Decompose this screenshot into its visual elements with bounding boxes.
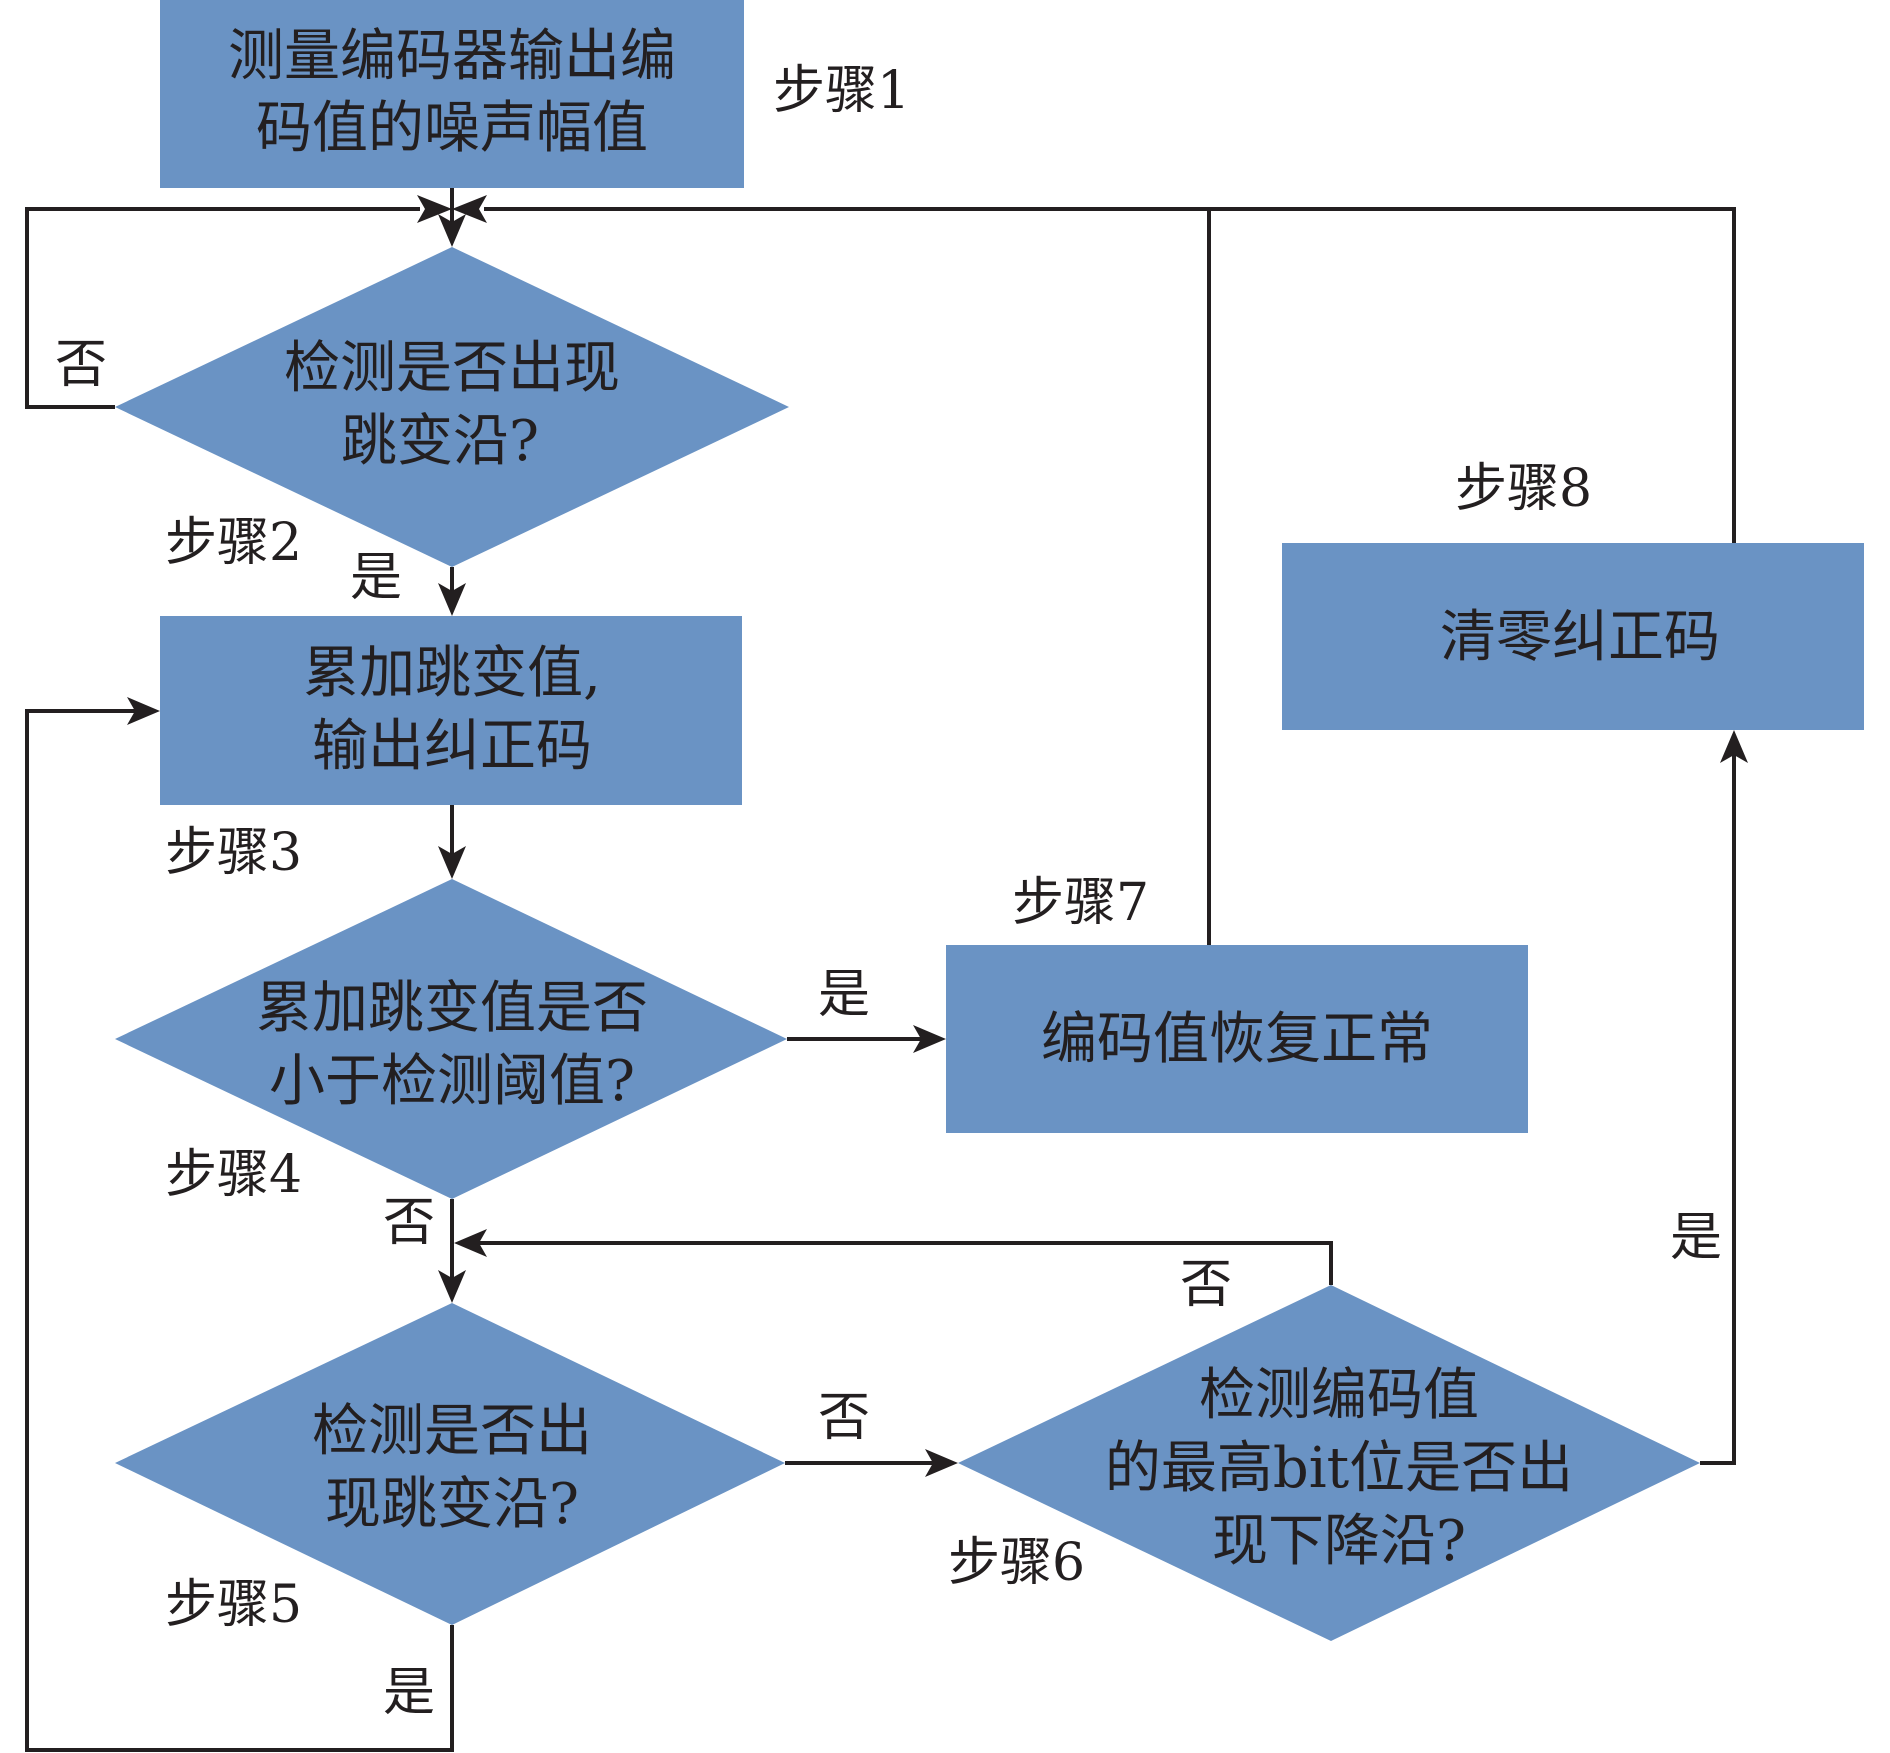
step2-text-line2: 跳变沿? (341, 409, 539, 474)
edge-step2-no-loop (25, 207, 420, 409)
arrow-right-icon (913, 1025, 946, 1053)
arrow-down-icon (438, 846, 466, 879)
step3-text-line2: 输出纠正码 (312, 714, 592, 779)
arrow-down-icon (438, 1270, 466, 1303)
edge-step5-yes (25, 709, 454, 1752)
node-step3 (160, 616, 742, 805)
node-step1 (160, 0, 744, 188)
node-step4 (115, 879, 787, 1199)
arrow-up-icon (1720, 730, 1748, 763)
step6-text-line3: 现下降沿? (1212, 1509, 1466, 1574)
edge-label-step6-yes: 是 (1670, 1208, 1722, 1268)
edge-label-step4-yes: 是 (818, 965, 870, 1025)
arrow-right-icon (417, 195, 452, 223)
arrow-down-icon (438, 214, 466, 247)
node-step8 (1282, 543, 1864, 730)
step2-label: 步骤2 (165, 513, 302, 573)
step5-label: 步骤5 (165, 1575, 302, 1635)
arrow-left-icon (452, 195, 487, 223)
step5-text-line1: 检测是否出 (312, 1399, 592, 1464)
step6-text-line1: 检测编码值 (1199, 1363, 1479, 1428)
arrow-right-icon (127, 697, 160, 725)
node-step2 (115, 247, 789, 567)
edge-label-step6-no: 否 (1180, 1255, 1232, 1315)
step5-text-line2: 现跳变沿? (325, 1472, 579, 1537)
edge-label-step2-yes: 是 (350, 548, 402, 608)
step6-text-line2: 的最高bit位是否出 (1105, 1436, 1573, 1501)
step1-text-line1: 测量编码器输出编 (228, 24, 676, 89)
step4-label: 步骤4 (165, 1145, 302, 1205)
edge-label-step5-no: 否 (818, 1388, 870, 1448)
step7-label: 步骤7 (1012, 873, 1149, 933)
step2-text-line1: 检测是否出现 (284, 336, 620, 401)
step7-text: 编码值恢复正常 (1041, 1007, 1433, 1072)
step1-label: 步骤1 (773, 61, 910, 121)
step3-text-line1: 累加跳变值, (303, 641, 601, 706)
step8-label: 步骤8 (1455, 459, 1592, 519)
edge-step6-no (468, 1241, 1333, 1285)
step1-text-line2: 码值的噪声幅值 (256, 96, 648, 161)
node-step7 (946, 945, 1528, 1133)
edge-step6-yes (1700, 746, 1736, 1465)
edge-step8-step2 (1209, 207, 1736, 543)
step4-text-line1: 累加跳变值是否 (256, 976, 648, 1041)
edge-label-step2-no: 否 (55, 335, 107, 395)
node-step5 (115, 1303, 785, 1625)
arrow-down-icon (438, 583, 466, 616)
arrowheads (127, 195, 1748, 1477)
step8-text: 清零纠正码 (1440, 605, 1720, 670)
connectors (25, 188, 1736, 1752)
edge-label-step5-yes: 是 (383, 1663, 435, 1723)
step4-text-line2: 小于检测阈值? (269, 1049, 635, 1114)
arrow-left-icon (454, 1229, 487, 1257)
edge-label-step4-no: 否 (383, 1193, 435, 1253)
step3-label: 步骤3 (165, 823, 302, 883)
step6-label: 步骤6 (948, 1533, 1085, 1593)
arrow-right-icon (925, 1449, 958, 1477)
node-step6 (958, 1285, 1700, 1641)
